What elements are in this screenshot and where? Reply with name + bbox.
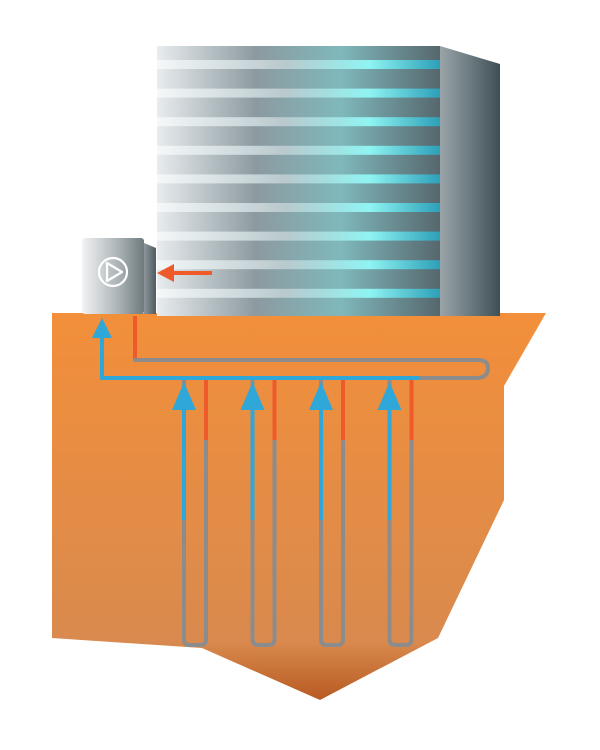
loop-up-arrow: [240, 382, 265, 410]
building: [157, 46, 500, 316]
heat-pump-side: [144, 243, 156, 314]
borehole-loop: [240, 380, 277, 647]
cold-supply-arrow: [92, 318, 112, 338]
building-floors: [157, 60, 440, 298]
loop-up-arrow: [172, 382, 196, 410]
building-side-wall: [440, 46, 500, 316]
building-window-band: [157, 60, 440, 69]
pump-play-icon: [97, 256, 129, 288]
building-window-band: [157, 288, 440, 298]
building-window-band: [157, 117, 440, 127]
borehole-loop: [172, 380, 208, 647]
borehole-loops: [172, 380, 414, 647]
building-window-band: [157, 88, 440, 98]
warm-header-pipe: [133, 316, 490, 380]
building-window-band: [157, 203, 440, 212]
loop-pipe: [182, 380, 208, 647]
cold-header-tint: [100, 330, 420, 380]
loop-up-arrow: [309, 382, 333, 410]
loop-pipe: [319, 380, 345, 647]
ground-loop-pipes: [92, 316, 490, 380]
borehole-loop: [309, 380, 345, 647]
heat-pump-body: [82, 238, 144, 314]
loop-up-arrow: [377, 382, 402, 410]
heat-pump: [82, 238, 156, 314]
building-window-band: [157, 145, 440, 155]
building-window-band: [157, 231, 440, 241]
return-flow-arrow: [157, 264, 212, 282]
loop-pipe: [387, 380, 414, 647]
borehole-loop: [377, 380, 414, 647]
loop-pipe: [250, 380, 277, 647]
building-window-band: [157, 174, 440, 184]
building-window-band: [157, 260, 440, 270]
ground-mass: [52, 313, 546, 700]
